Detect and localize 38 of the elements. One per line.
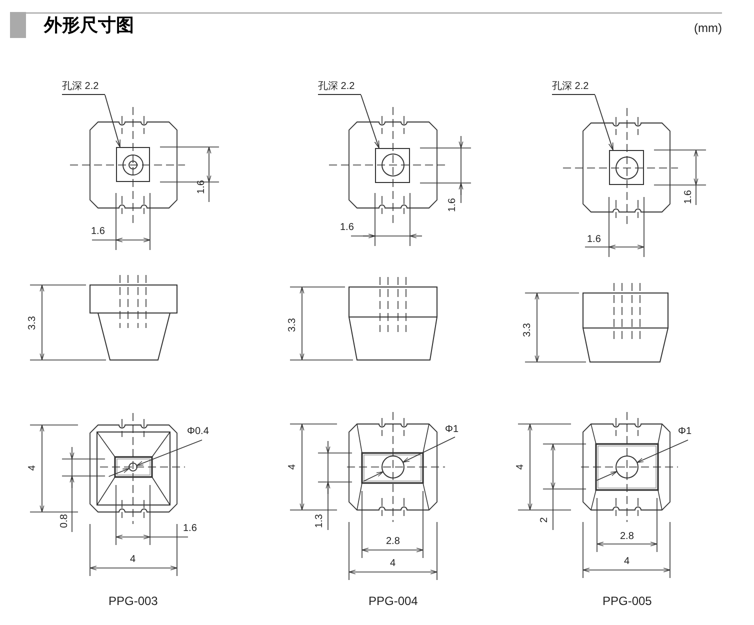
part-number: PPG-005 — [602, 595, 652, 607]
dimension-label: 4 — [390, 559, 396, 569]
leader-line — [594, 94, 614, 150]
leader-line — [360, 94, 380, 148]
dimension-label: 2.8 — [620, 532, 634, 542]
dimension-label: 1.3 — [314, 514, 325, 528]
callout-text: 孔深 2.2 — [552, 82, 595, 95]
part-number: PPG-003 — [108, 595, 158, 607]
dimension-label: 3.3 — [522, 323, 533, 337]
dimension-label: 4 — [624, 557, 630, 567]
dimension-label: 4 — [28, 465, 38, 471]
dimension-label: 4 — [516, 464, 526, 470]
dimension-label: 1.6 — [587, 235, 601, 245]
dimension-label: Φ0.4 — [187, 427, 209, 437]
leader-line — [104, 94, 120, 148]
dimension-label: 2 — [540, 517, 550, 523]
dimension-label: 1.6 — [196, 180, 207, 194]
dimension-label: Φ1 — [678, 427, 692, 437]
callout-text: 孔深 2.2 — [318, 82, 361, 95]
dimension-label: 4 — [288, 464, 298, 470]
dimension-label: 0.8 — [60, 514, 70, 528]
dimension-label: Φ1 — [445, 425, 459, 435]
dimension-label: 3.3 — [288, 318, 298, 332]
part-number: PPG-004 — [368, 595, 418, 607]
dimension-label: 2.8 — [386, 537, 400, 547]
dimension-label: 1.6 — [340, 223, 354, 233]
title: 外形尺寸图 — [44, 17, 134, 35]
dimension-label: 3.3 — [28, 316, 38, 330]
hole-square — [609, 150, 644, 185]
hole-square — [375, 148, 410, 183]
unit-label: (mm) — [694, 22, 722, 34]
dimension-label: 1.6 — [91, 227, 105, 237]
dimension-label: 4 — [130, 555, 136, 565]
dimension-label: 1.6 — [684, 190, 694, 204]
hole-square — [116, 147, 150, 182]
dimension-label: 1.6 — [183, 524, 197, 534]
dimension-label: 1.6 — [448, 198, 458, 212]
callout-text: 孔深 2.2 — [62, 82, 105, 95]
